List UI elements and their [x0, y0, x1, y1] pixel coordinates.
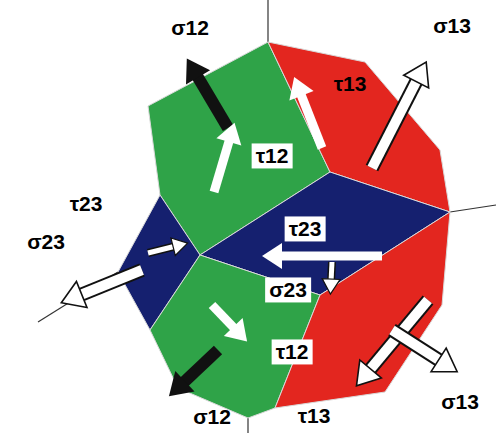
stress-label: σ12 [167, 15, 213, 40]
normal-stress-arrow [78, 270, 142, 296]
normal-stress-arrow-outline [331, 262, 332, 282]
shear-stress-arrow [148, 246, 176, 253]
normal-stress-arrow [372, 78, 418, 168]
normal-stress-arrow [182, 350, 218, 384]
stress-label: σ23 [265, 277, 311, 302]
axis-line [450, 205, 496, 212]
stress-label: σ13 [437, 389, 483, 414]
red-face [275, 212, 450, 408]
shear-stress-arrow-outline [148, 246, 176, 253]
shear-stress-arrow [300, 92, 322, 148]
stress-label: τ12 [272, 339, 313, 364]
stress-label: τ23 [285, 216, 326, 241]
normal-stress-arrow [392, 330, 442, 362]
stress-label: σ23 [23, 229, 69, 254]
normal-stress-arrow-outline [78, 270, 142, 296]
normal-stress-arrow [331, 262, 332, 282]
normal-stress-arrow [196, 74, 228, 128]
shear-stress-arrow [214, 138, 230, 192]
stress-arrows [78, 74, 442, 384]
stress-label: τ13 [294, 403, 335, 428]
stress-label: τ23 [66, 191, 107, 216]
stress-label: τ12 [252, 143, 293, 168]
stress-label: σ12 [189, 405, 235, 430]
faces [118, 42, 450, 418]
axis-lines [38, 0, 496, 433]
axis-line [247, 418, 248, 433]
shear-stress-arrow [278, 252, 382, 261]
normal-stress-arrow-outline [392, 330, 442, 362]
axis-line [267, 0, 268, 42]
stress-label: σ13 [429, 13, 475, 38]
normal-stress-arrow-outline [372, 78, 418, 168]
shear-stress-arrow [212, 305, 236, 330]
stress-label: τ13 [330, 71, 371, 96]
